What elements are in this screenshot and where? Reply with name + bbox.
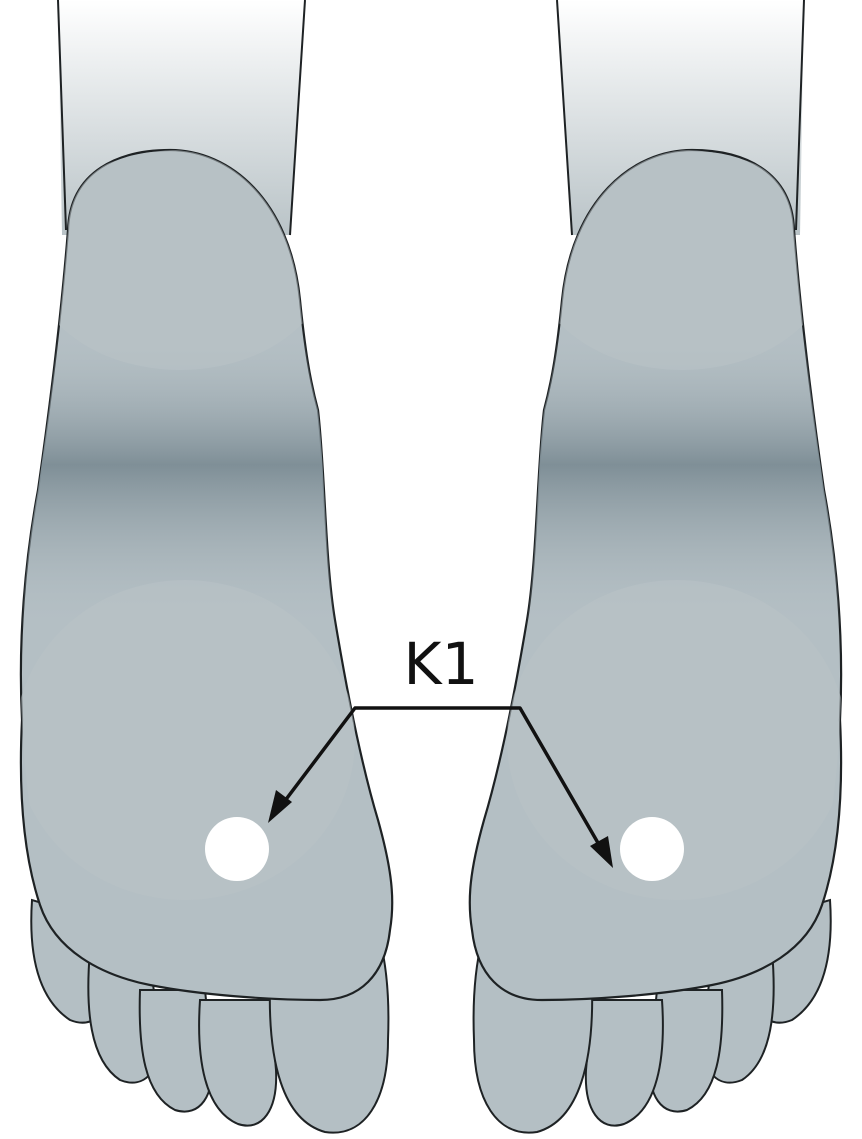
left-ball-highlight [15,580,355,900]
left-foot [0,0,400,1133]
left-foot-k1-point [205,817,269,881]
right-second-toe [586,1000,663,1126]
right-foot-k1-point [620,817,684,881]
k1-label: K1 [404,630,479,698]
left-second-toe [199,1000,276,1126]
right-foot [462,0,862,1133]
